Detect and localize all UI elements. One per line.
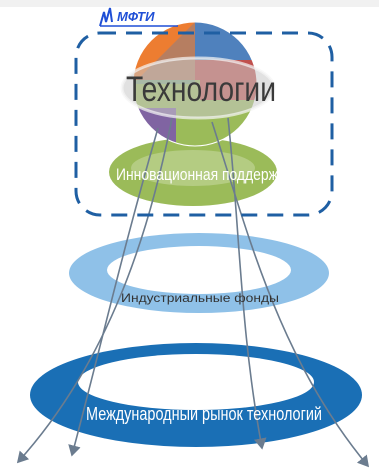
technology-frame (74, 31, 334, 217)
mipt-logo: МФТИ (99, 7, 178, 27)
technologies-label: Технологии (126, 70, 276, 109)
logo-text: МФТИ (117, 9, 155, 24)
arrow-icon (211, 121, 370, 468)
innovation-support-label: Инновационная поддержка (116, 165, 292, 184)
international-market-label: Международный рынок технологий (86, 404, 322, 424)
technologies-band (122, 58, 274, 118)
arrows (16, 117, 370, 468)
arrow-icon (68, 127, 159, 457)
industrial-funds-label: Индустриальные фонды (121, 291, 279, 305)
arrow-icon (16, 117, 173, 464)
arrow-icon (227, 117, 267, 450)
industrial-ring (69, 233, 329, 313)
market-ring (30, 343, 362, 447)
top-strip (0, 0, 379, 7)
